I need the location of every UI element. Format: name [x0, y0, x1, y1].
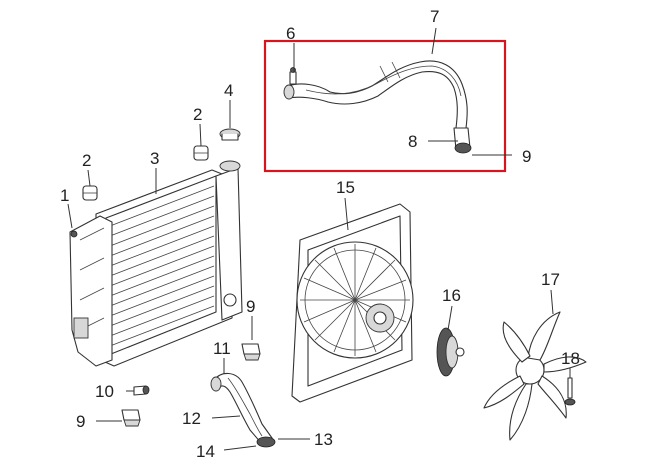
lower-radiator-hose — [210, 372, 276, 448]
callout-16: 16 — [442, 286, 461, 305]
hose-clamp-5 — [289, 67, 297, 85]
callout-6: 7 — [430, 7, 439, 26]
callout-9a: 9 — [246, 297, 255, 316]
callout-17: 17 — [541, 270, 560, 289]
radiator — [69, 160, 243, 367]
callout-2b: 2 — [193, 105, 202, 124]
callout-5: 6 — [286, 24, 295, 43]
callout-7: 8 — [408, 132, 417, 151]
callout-18: 18 — [561, 349, 580, 368]
callout-9b: 9 — [76, 412, 85, 431]
fan-clutch — [436, 327, 465, 377]
callout-15: 15 — [336, 178, 355, 197]
callout-3: 3 — [150, 149, 159, 168]
clip-9a — [241, 343, 261, 361]
callout-1: 1 — [60, 186, 69, 205]
callout-13: 13 — [314, 430, 333, 449]
pressure-cap-4 — [219, 128, 241, 141]
callout-11: 11 — [213, 339, 231, 358]
callout-2a: 2 — [82, 151, 91, 170]
callout-numbers: 6 7 8 9 1 2 2 4 3 15 16 17 18 9 11 10 9 … — [60, 7, 580, 461]
callout-10: 10 — [95, 382, 114, 401]
insulator-2a — [82, 185, 98, 201]
bolt-10 — [133, 385, 150, 396]
fan-blade — [483, 311, 587, 441]
insulator-2b — [193, 145, 209, 161]
leader-lines — [67, 27, 571, 451]
highlight-box — [263, 39, 507, 173]
bolt-18 — [564, 377, 576, 406]
bolt-1 — [70, 230, 78, 238]
callout-8: 9 — [522, 147, 531, 166]
callout-12: 12 — [182, 409, 201, 428]
upper-radiator-hose — [283, 60, 472, 154]
callout-14: 14 — [196, 442, 215, 461]
fan-shroud — [291, 203, 414, 403]
clip-9b — [121, 409, 141, 427]
callout-4: 4 — [224, 81, 233, 100]
